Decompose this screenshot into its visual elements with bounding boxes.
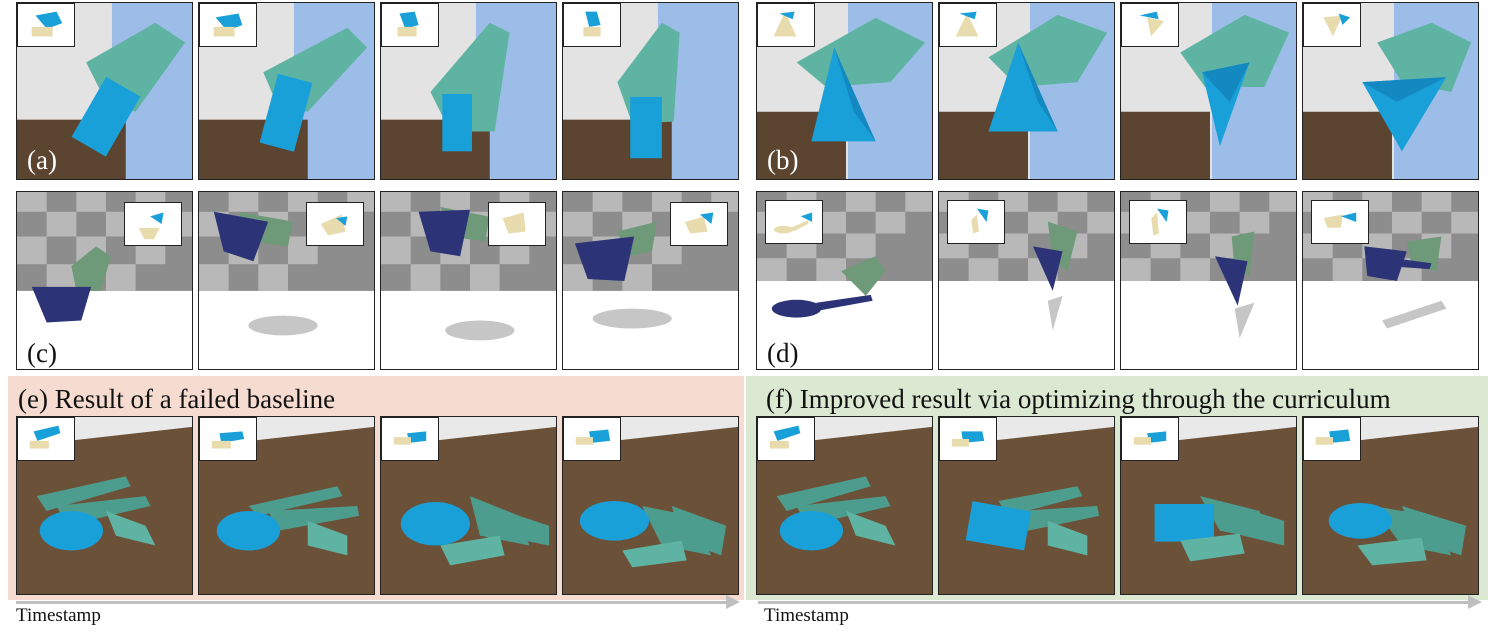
inset-thumbnail <box>1121 417 1179 461</box>
frame-e4 <box>562 416 739 595</box>
panel-label-c: (c) <box>27 338 57 368</box>
frame-a1: (a) <box>16 2 193 180</box>
panel-label-b: (b) <box>767 145 799 175</box>
inset-thumbnail <box>199 417 257 461</box>
frame-c3 <box>380 191 557 370</box>
frame-d2 <box>938 191 1115 370</box>
timestamp-label-right: Timestamp <box>764 605 849 626</box>
inset-thumbnail <box>1121 3 1179 47</box>
panel-label-a: (a) <box>27 145 57 175</box>
inset-thumbnail <box>947 200 1005 244</box>
timestamp-arrowhead-left <box>726 595 740 609</box>
frame-b2 <box>938 2 1115 180</box>
inset-thumbnail <box>306 202 364 246</box>
frame-f1 <box>756 416 933 595</box>
inset-thumbnail <box>757 3 815 47</box>
frame-e2 <box>198 416 375 595</box>
inset-thumbnail <box>17 3 75 47</box>
inset-thumbnail <box>939 417 997 461</box>
inset-thumbnail <box>199 3 257 47</box>
frame-c1: (c) <box>16 191 193 370</box>
frame-d3 <box>1120 191 1297 370</box>
inset-thumbnail <box>488 202 546 246</box>
inset-thumbnail <box>939 3 997 47</box>
frame-e3 <box>380 416 557 595</box>
band-f-title: (f) Improved result via optimizing throu… <box>766 384 1391 414</box>
frame-a3 <box>380 2 557 180</box>
timestamp-axis-left <box>16 601 728 604</box>
inset-thumbnail <box>124 202 182 246</box>
frame-a2 <box>198 2 375 180</box>
inset-thumbnail <box>17 417 75 461</box>
frame-a4 <box>562 2 739 180</box>
frame-e1 <box>16 416 193 595</box>
frame-b1: (b) <box>756 2 933 180</box>
frame-c4 <box>562 191 739 370</box>
frame-f3 <box>1120 416 1297 595</box>
inset-thumbnail <box>1303 417 1361 461</box>
frame-f2 <box>938 416 1115 595</box>
frame-d1: (d) <box>756 191 933 370</box>
inset-thumbnail <box>381 417 439 461</box>
frame-d4 <box>1302 191 1479 370</box>
inset-thumbnail <box>765 200 823 244</box>
inset-thumbnail <box>563 3 621 47</box>
frame-c2 <box>198 191 375 370</box>
frame-f4 <box>1302 416 1479 595</box>
inset-thumbnail <box>670 202 728 246</box>
inset-thumbnail <box>563 417 621 461</box>
inset-thumbnail <box>1129 200 1187 244</box>
timestamp-arrowhead-right <box>1468 595 1482 609</box>
inset-thumbnail <box>757 417 815 461</box>
panel-label-d: (d) <box>767 338 799 368</box>
timestamp-label-left: Timestamp <box>16 605 101 626</box>
inset-thumbnail <box>1311 200 1369 244</box>
band-e-title: (e) Result of a failed baseline <box>18 384 336 414</box>
frame-b4 <box>1302 2 1479 180</box>
frame-b3 <box>1120 2 1297 180</box>
inset-thumbnail <box>1303 3 1361 47</box>
timestamp-axis-right <box>758 601 1470 604</box>
inset-thumbnail <box>381 3 439 47</box>
